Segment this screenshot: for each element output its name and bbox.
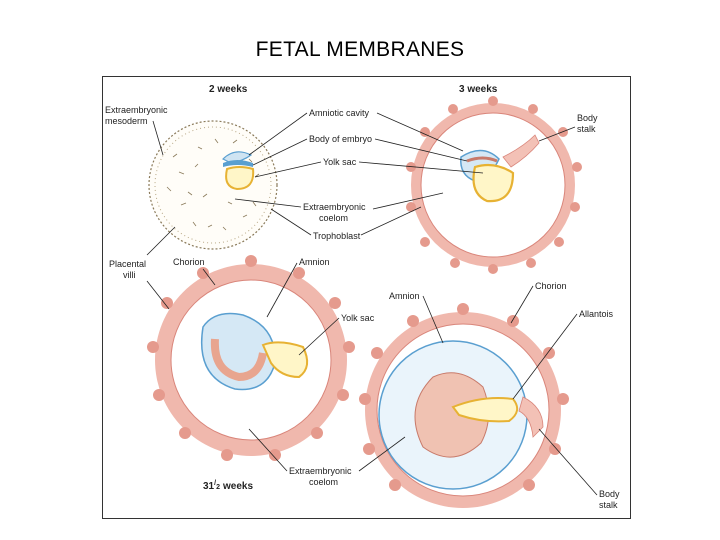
body-stalk-3wk [502,134,540,168]
stage-2-weeks-diagram [148,120,278,250]
label-body-stalk-top-2: stalk [577,124,596,134]
leader-yolk-sac-bottom [298,317,340,356]
stage-3-weeks-diagram [406,96,582,274]
label-allantois: Allantois [579,309,614,319]
allantois-late [451,397,519,423]
label-placental-villi-1: Placental [109,259,146,269]
leader-amniotic-cavity-3wk [376,112,464,152]
leader-coelom-bottom-left [248,428,288,472]
leader-chorion-right [510,285,534,324]
leader-amnion-right [422,295,444,344]
label-extraembryonic-mesoderm-2: mesoderm [105,116,148,126]
label-extraembryonic-coelom-top-2: coelom [319,213,348,223]
leader-amnion-left [266,262,298,318]
embryo-disc-2wk [223,160,253,167]
stage-3-5-weeks-diagram [147,255,355,461]
leader-body-stalk-bottom [538,428,598,496]
stage-late-diagram [359,303,569,508]
leader-placental-villi-3-5wk [146,280,170,310]
label-amnion-right: Amnion [389,291,420,301]
leader-body-stalk-top [538,126,576,142]
leader-trophoblast-3wk [360,206,422,236]
label-extraembryonic-coelom-bottom-1: Extraembryonic [289,466,352,476]
trophoblast-ring-2wk [148,120,278,250]
leader-allantois [512,313,578,400]
mesoderm-ring-2wk [154,126,272,244]
mesoderm-cells-2wk [166,138,260,231]
leader-amniotic-cavity-2wk [248,112,308,156]
label-extraembryonic-mesoderm-1: Extraembryonic [105,105,168,115]
leader-coelom-2wk [234,198,302,208]
leader-yolk-sac-2wk [254,161,322,178]
leader-chorion-left [202,268,216,286]
label-amnion-left: Amnion [299,257,330,267]
label-trophoblast: Trophoblast [313,231,361,241]
leader-coelom-bottom-right [358,436,406,472]
label-body-stalk-bottom-2: stalk [599,500,618,510]
leader-body-of-embryo-3wk [374,138,468,162]
stage-label-2-weeks: 2 weeks [209,84,248,95]
leader-body-of-embryo-2wk [252,138,308,166]
label-chorion-left: Chorion [173,257,205,267]
stage-label-3-weeks: 3 weeks [459,84,498,95]
embryo-3wk [466,156,498,163]
leader-extraembryonic-mesoderm [152,120,164,156]
yolk-sac-3wk [472,163,515,203]
leader-coelom-3wk [372,192,444,210]
villi-3-5wk [147,255,355,461]
label-body-stalk-top-1: Body [577,113,598,123]
label-yolk-sac-top: Yolk sac [323,157,357,167]
yolk-sac-3-5wk [261,341,309,379]
leader-lines [146,112,598,496]
embryo-late [414,372,489,458]
slide-title: FETAL MEMBRANES [255,38,465,61]
villi-3wk [406,96,582,274]
label-body-stalk-bottom-1: Body [599,489,620,499]
label-chorion-right: Chorion [535,281,567,291]
embryo-3-5wk [210,338,267,382]
leader-placental-villi-2wk [146,226,176,256]
label-body-of-embryo: Body of embryo [309,134,372,144]
label-placental-villi-2: villi [123,270,136,280]
label-extraembryonic-coelom-bottom-2: coelom [309,477,338,487]
body-stalk-late [518,396,544,438]
yolk-sac-2wk [225,166,255,191]
label-yolk-sac-bottom: Yolk sac [341,313,375,323]
label-extraembryonic-coelom-top-1: Extraembryonic [303,202,366,212]
villi-late [359,303,569,491]
leader-yolk-sac-3wk [358,161,484,174]
leader-trophoblast-2wk [270,208,312,236]
label-amniotic-cavity: Amniotic cavity [309,108,370,118]
